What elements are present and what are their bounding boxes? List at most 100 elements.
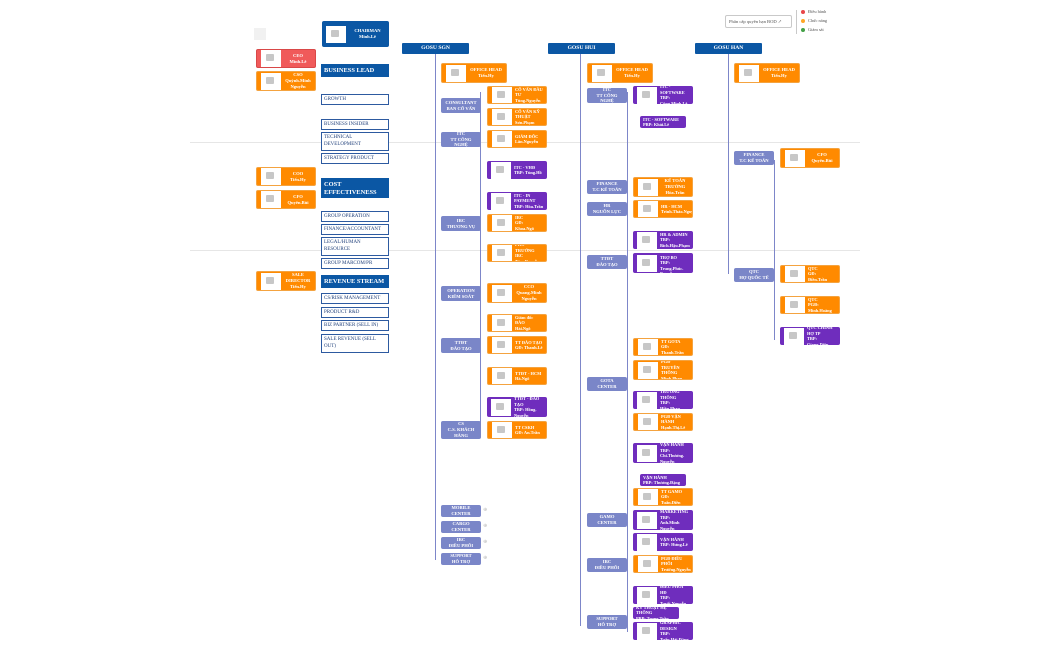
sgn-node[interactable]: ITC - VHĐ TBP: Tùng.Hồ [487, 161, 547, 179]
expand-icon[interactable]: ⊕ [483, 556, 488, 561]
hui-node[interactable]: VẬN HÀNH PBP: Thương.Đặng [640, 474, 686, 486]
cost-item[interactable]: LEGAL/HUMAN RESOURCE [321, 237, 389, 256]
hui-node[interactable]: KỸ THUẬT HỆ THỐNG PBP: Trung.Trần [633, 607, 679, 619]
business-lead-header[interactable]: BUSINESS LEAD [321, 64, 389, 77]
hui-node[interactable]: TT GOTA GĐ: Thanh.Trần [633, 338, 693, 356]
sgn-node[interactable]: TTĐT - ĐÀO TẠO TBP: Hồng. Nguyễn [487, 397, 547, 417]
hui-node[interactable]: VẬN HÀNH TBP: Chí.Thương. Nguyễn [633, 443, 693, 463]
hui-itc-group[interactable]: ITC TT CÔNG NGHỆ [587, 88, 627, 103]
sgn-node[interactable]: IRC GĐ: Khoa.Ngô [487, 214, 547, 232]
coo-node[interactable]: COO Tiến.Hy [256, 167, 316, 186]
sgn-node[interactable]: TT CSKH GĐ: An.Trần [487, 421, 547, 439]
avatar-icon [638, 339, 658, 355]
sgn-node[interactable]: TT ĐÀO TẠO GĐ: Thanh.Lê [487, 336, 547, 354]
hui-node[interactable]: ITC - SOFTWARE TBP: Công.Minh.Lê [633, 86, 693, 104]
sgn-node[interactable]: CỐ VẤN ĐẦU TƯ Tùng.Nguyễn [487, 86, 547, 104]
sgn-consultant-group[interactable]: CONSULTANT BAN CỐ VẤN [441, 98, 481, 113]
sgn-node[interactable]: GIÁM ĐỐC Lân.Nguyễn [487, 130, 547, 148]
hui-node[interactable]: PGĐ VẬN HÀNH Hạnh.Thị.Lê [633, 413, 693, 431]
avatar-icon [492, 109, 512, 125]
revenue-item[interactable]: BIZ PARTNER (SELL IN) [321, 320, 389, 331]
hui-node[interactable]: ĐIỀU PHỐI HĐ TBP: Tuyết.Nguyễn [633, 586, 693, 604]
han-qtc-group[interactable]: QTC HỢ QUỐC TẾ [734, 268, 774, 282]
sgn-irc-group[interactable]: IRC THƯƠNG VỤ [441, 216, 481, 231]
han-node[interactable]: CFO Quyên.Bùi [780, 148, 840, 168]
business-lead-item[interactable]: GROWTH [321, 94, 389, 105]
hui-node[interactable]: KẾ TOÁN TRƯỞNG Hòa.Trần [633, 177, 693, 197]
gosu-sgn-header[interactable]: GOSU SGN [402, 43, 469, 54]
hui-gamo-group[interactable]: GAMO CENTER [587, 513, 627, 527]
sgn-ttdt-group[interactable]: TTĐT ĐÀO TẠO [441, 338, 481, 353]
group-label: IRC ĐIỀU PHỐI [594, 559, 620, 570]
han-node[interactable]: QTC PGĐ: Minh.Hoàng [780, 296, 840, 314]
cso-node[interactable]: CSO Quỳnh.Minh Nguyễn [256, 71, 316, 91]
hui-node[interactable]: TT GAMO GĐ: Tuấn.Điền [633, 488, 693, 506]
hui-node[interactable]: HR - HCM Trinh.Thảo.Nguyễn [633, 200, 693, 218]
sgn-support-group[interactable]: SUPPORT HỖ TRỢ [441, 553, 481, 565]
node-label: CSO Quỳnh.Minh Nguyễn [285, 72, 311, 89]
cost-effectiveness-header[interactable]: COST EFFECTIVENESS [321, 178, 389, 198]
business-lead-item[interactable]: STRATEGY PRODUCT [321, 153, 389, 164]
cost-item[interactable]: FINANCE/ACCOUNTANT [321, 224, 389, 235]
ceo-node[interactable]: CEO Minh.Lê [256, 49, 316, 68]
sale-director-node[interactable]: SALE DIRECTOR Tiến.Hy [256, 271, 316, 291]
sgn-node[interactable]: TTĐT - HCM Hà.Ngô [487, 367, 547, 385]
hui-hr-group[interactable]: HR NGUỒN LỰC [587, 202, 627, 216]
han-node[interactable]: QTC CHÍNH HỢ TP TBP: Giang.Diệp [780, 327, 840, 345]
group-label: CONSULTANT BAN CỐ VẤN [445, 99, 477, 111]
gosu-han-header[interactable]: GOSU HAN [695, 43, 762, 54]
sgn-mobile-group[interactable]: MOBILE CENTER [441, 505, 481, 517]
cfo-node[interactable]: CFO Quyên.Bùi [256, 190, 316, 209]
node-label: PGĐ VẬN HÀNH Hạnh.Thị.Lê [661, 413, 686, 430]
sgn-node[interactable]: Giám đốc ĐÀO Hải.Ngô [487, 314, 547, 332]
hui-node[interactable]: PGĐ ĐIỀU PHỐI Trường.Nguyễn [633, 555, 693, 573]
sgn-cs-group[interactable]: CS C.S. KHÁCH HÀNG [441, 421, 481, 439]
han-office-head-node[interactable]: OFFICE HEAD Tiến.Hy [734, 63, 800, 83]
han-finance-group[interactable]: FINANCE T.C KẾ TOÁN [734, 151, 774, 165]
sgn-node[interactable]: CỐ VẤN KỸ THUẬT Sơn.Phạm [487, 108, 547, 126]
hui-node[interactable]: ITC - SOFTWARE PBP: Khải.Lê [640, 116, 686, 128]
hui-node[interactable]: MARKETING TBP: Anh.Minh Nguyễn [633, 510, 693, 530]
sgn-cargo-group[interactable]: CARGO CENTER [441, 521, 481, 533]
sgn-itc-group[interactable]: ITC TT CÔNG NGHỆ [441, 132, 481, 147]
gosu-hui-header[interactable]: GOSU HUI [548, 43, 615, 54]
sgn-office-head-node[interactable]: OFFICE HEAD Tiến.Hy [441, 63, 507, 83]
group-label: MOBILE CENTER [451, 505, 471, 516]
avatar-icon [638, 361, 658, 379]
revenue-item[interactable]: SALE REVENUE (SELL OUT) [321, 334, 389, 353]
business-lead-item[interactable]: BUSINESS INSIDER [321, 119, 389, 130]
avatar-icon [492, 368, 512, 384]
chairman-node[interactable]: CHAIRMAN Minh.Lê [322, 21, 389, 47]
node-label: KẾ TOÁN TRƯỞNG Hòa.Trần [664, 178, 686, 195]
sgn-node[interactable]: ITC - IN PAYMENT TBP: Hòa.Trần [487, 192, 547, 210]
hui-node[interactable]: GRAPHIC DESIGN TBP: Tuấn.Hải.Đặng [633, 622, 693, 640]
expand-icon[interactable]: ⊕ [483, 508, 488, 513]
expand-icon[interactable]: ⊕ [483, 524, 488, 529]
revenue-stream-header[interactable]: REVENUE STREAM [321, 275, 389, 288]
legend-button[interactable]: Phân cấp quyền hạn BOD ↗ [725, 15, 792, 28]
expand-icon[interactable]: ⊕ [483, 540, 488, 545]
cost-item[interactable]: GROUP MARCOM/PR [321, 258, 389, 269]
revenue-item[interactable]: PRODUCT R&D [321, 307, 389, 318]
sgn-node[interactable]: PHÓ TRƯỞNG IRC Tâm.Nguyễn [487, 244, 547, 262]
cost-item[interactable]: GROUP OPERATION [321, 211, 389, 222]
sgn-operation-group[interactable]: OPERATION KIỂM SOÁT [441, 286, 481, 301]
han-node[interactable]: QTC GĐ: Điền.Trần [780, 265, 840, 283]
hui-support-group[interactable]: SUPPORT HỖ TRỢ [587, 615, 627, 629]
hui-irc-group[interactable]: IRC ĐIỀU PHỐI [587, 558, 627, 572]
sgn-node[interactable]: CCO Quang.Minh Nguyễn [487, 283, 547, 303]
business-lead-item[interactable]: TECHNICAL DEVELOPMENT [321, 132, 389, 151]
sgn-irc2-group[interactable]: IRC ĐIỀU PHỐI [441, 537, 481, 549]
hui-node[interactable]: TRƯỞNG THÔNG TBP: Hiền.Phan [633, 391, 693, 409]
revenue-item[interactable]: CS/RISK MANAGEMENT [321, 293, 389, 304]
hui-ttdt-group[interactable]: TTĐT ĐÀO TẠO [587, 255, 627, 269]
hui-office-head-node[interactable]: OFFICE HEAD Tiến.Hy [587, 63, 653, 83]
hui-gota-group[interactable]: GOTA CENTER [587, 377, 627, 391]
node-label: QTC CHÍNH HỢ TP TBP: Giang.Diệp [807, 327, 833, 345]
hui-finance-group[interactable]: FINANCE T.C KẾ TOÁN [587, 180, 627, 194]
hui-node[interactable]: PGĐ TRUYỀN THÔNG Minh.Phan [633, 360, 693, 380]
hui-node[interactable]: HR & ADMIN TBP: Bích.Hậu.Phạm [633, 231, 693, 249]
hui-node[interactable]: TTĐT - HỖ TRỢ BO TBP: Trung.Phúc. Nguyễn [633, 253, 693, 273]
avatar-icon [261, 50, 281, 67]
hui-node[interactable]: VẬN HÀNH TBP: Hưng.Lê [633, 533, 693, 551]
